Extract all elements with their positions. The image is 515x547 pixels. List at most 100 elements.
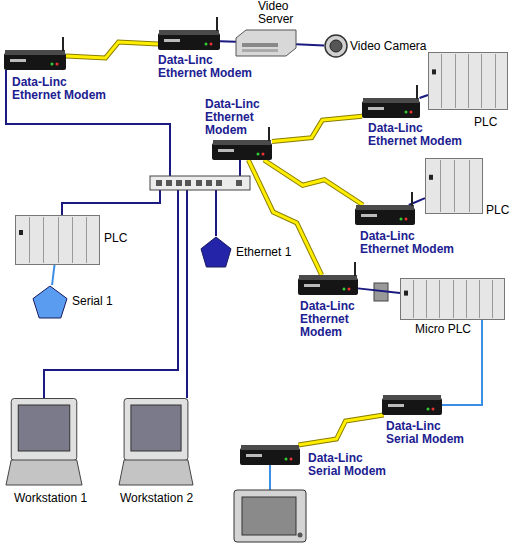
- modem-led: [400, 218, 403, 221]
- ethernet-cable: [239, 160, 241, 176]
- ethernet-cable: [62, 190, 160, 215]
- modem-badge: [218, 149, 234, 152]
- modem-badge: [164, 39, 180, 42]
- modem-led: [56, 63, 59, 66]
- device-node: Data-Linc Ethernet Modem: [212, 140, 272, 160]
- modem-top: [5, 50, 65, 55]
- modem-led: [205, 43, 208, 46]
- modem-label: Data-Linc Ethernet Modem: [360, 230, 462, 256]
- ethernet-cable: [6, 70, 170, 176]
- device-icon: [400, 278, 505, 320]
- modem-top: [383, 395, 441, 400]
- cable-link: [52, 265, 54, 285]
- plc-module-edge: [86, 217, 87, 263]
- plc-port: [404, 291, 408, 296]
- modem-body: [240, 448, 300, 465]
- modem-led: [51, 63, 54, 66]
- plc-rack: [426, 159, 483, 214]
- cable-link: [220, 41, 236, 43]
- modem-label: Data-Linc Serial Modem: [308, 452, 392, 478]
- modem-led: [405, 218, 408, 221]
- ethernet-cable: [186, 190, 188, 398]
- device-node: Serial 1: [32, 285, 68, 319]
- radio-link: [272, 116, 362, 141]
- modem-body: [158, 33, 220, 50]
- ethernet-cable: [215, 190, 217, 236]
- switch-body: [150, 176, 250, 190]
- device-icon: [5, 398, 83, 486]
- device-icon: [298, 275, 358, 295]
- device-icon: [428, 52, 508, 110]
- plc-module-edge: [453, 280, 454, 318]
- device-node: Data-Linc Ethernet Modem: [4, 50, 66, 70]
- plc-module-edge: [426, 280, 427, 318]
- device-icon: [32, 285, 68, 319]
- panel-button: [298, 533, 303, 538]
- device-label: Micro PLC: [415, 323, 471, 336]
- modem-label: Data-Linc Ethernet Modem: [368, 122, 470, 148]
- ethernet-cables: [6, 70, 240, 398]
- lightning-outline: [66, 42, 158, 58]
- modem-led: [405, 111, 408, 114]
- plc-module-edge: [454, 160, 455, 212]
- device-icon: [355, 205, 415, 225]
- plc-module-edge: [492, 280, 493, 318]
- workstation-node: Workstation 2: [118, 398, 194, 486]
- plc-module-edge: [29, 217, 30, 263]
- plc-port: [19, 230, 23, 235]
- modem-led: [432, 408, 435, 411]
- ethernet-switch: [150, 176, 250, 190]
- modem-body: [355, 208, 415, 225]
- device-node: Data-Linc Serial Modem: [382, 395, 442, 415]
- modem-led: [285, 458, 288, 461]
- modem-top: [299, 275, 357, 280]
- lightning-bolt: [298, 415, 383, 445]
- device-label: Serial 1: [72, 295, 113, 308]
- modem-label: Data-Linc Serial Modem: [386, 420, 470, 446]
- plc-node: PLC: [425, 158, 483, 214]
- plc-module-edge: [481, 54, 482, 108]
- modem-label: Data-Linc Ethernet Modem: [300, 300, 362, 339]
- device-icon: [236, 30, 296, 56]
- device-icon: [212, 140, 272, 160]
- cable-link: [358, 288, 400, 293]
- laptop-screen: [131, 405, 181, 451]
- modem-body: [298, 278, 358, 295]
- device-node: Video Server: [236, 30, 296, 56]
- server-body: [236, 30, 296, 56]
- device-node: Data-Linc Ethernet Modem: [158, 30, 220, 50]
- device-icon: [118, 398, 194, 486]
- device-icon: [4, 50, 66, 70]
- device-node: Video Camera: [324, 34, 348, 58]
- modem-led: [410, 111, 413, 114]
- modem-antenna: [416, 85, 418, 99]
- plc-module-edge: [479, 280, 480, 318]
- modem-led: [343, 288, 346, 291]
- device-label: Workstation 2: [120, 492, 193, 505]
- device-node: Data-Linc Serial Modem: [240, 445, 300, 465]
- switch-ports: [156, 180, 242, 186]
- modem-led: [348, 288, 351, 291]
- plc-rack: [429, 53, 508, 110]
- modem-label: Data-Linc Ethernet Modem: [12, 76, 114, 102]
- modem-antenna: [354, 262, 356, 276]
- network-endpoint-symbol: [201, 237, 231, 267]
- plc-node: PLC: [15, 215, 100, 265]
- camera-body: [325, 35, 347, 57]
- radio-link: [298, 415, 383, 445]
- device-node: Data-Linc Ethernet Modem: [298, 275, 358, 295]
- device-node: Data-Linc Ethernet Modem: [355, 205, 415, 225]
- device-icon: [425, 158, 483, 214]
- cable: [296, 44, 324, 45]
- serial-cable: [269, 465, 271, 490]
- modem-led: [210, 43, 213, 46]
- plc-module-edge: [413, 280, 414, 318]
- plc-module-edge: [495, 54, 496, 108]
- modem-badge: [368, 107, 384, 110]
- modem-body: [382, 398, 442, 415]
- device-icon: [362, 98, 420, 118]
- laptop-screen-frame: [11, 399, 77, 461]
- modem-led: [262, 153, 265, 156]
- modem-body: [362, 101, 420, 118]
